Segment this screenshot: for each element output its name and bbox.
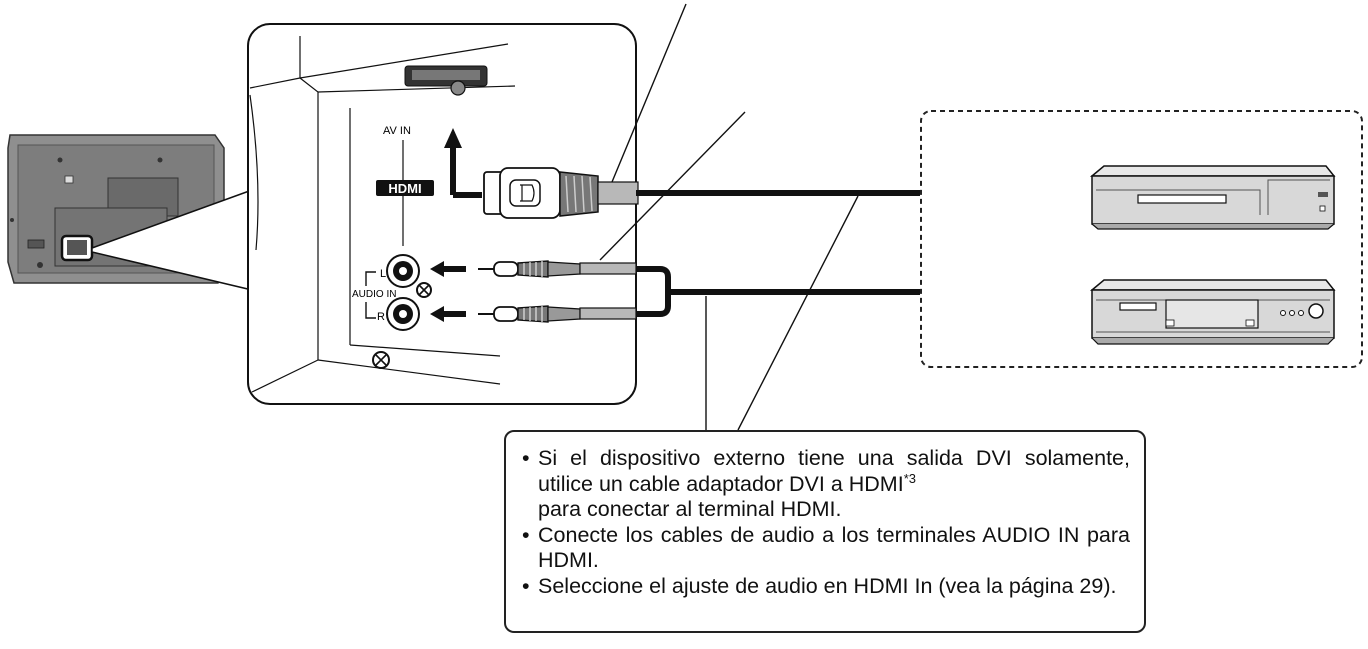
note-text: para conectar al terminal HDMI.	[538, 497, 842, 521]
audio-plug-icon	[430, 260, 637, 278]
hdmi-cable-icon	[483, 167, 639, 219]
left-label: L	[380, 268, 386, 280]
note-item: Si el dispositivo externo tiene una sali…	[518, 446, 1130, 497]
screw-icon	[372, 351, 390, 369]
notes-box: Si el dispositivo externo tiene una sali…	[504, 430, 1146, 633]
audio-plug-icon	[430, 305, 637, 323]
av-in-label: AV IN	[383, 125, 411, 137]
external-devices-box	[920, 110, 1363, 368]
hdmi-logo-text: HDMI	[388, 181, 421, 196]
note-text: Si el dispositivo externo tiene una sali…	[538, 446, 1130, 496]
audio-jack-l	[386, 254, 420, 288]
screw-icon	[416, 282, 432, 298]
note-item: Conecte los cables de audio a los termin…	[518, 523, 1130, 574]
dvd-player-icon	[1089, 165, 1336, 230]
right-label: R	[377, 311, 385, 323]
note-text: Conecte los cables de audio a los termin…	[538, 522, 1130, 573]
hdmi-logo: HDMI	[376, 180, 434, 196]
note-item-continued: para conectar al terminal HDMI.	[518, 497, 1130, 523]
note-text: Seleccione el ajuste de audio en HDMI In…	[538, 573, 1117, 598]
audio-in-label: AUDIO IN	[352, 289, 396, 300]
hdmi-insert-arrow	[444, 128, 482, 198]
note-item: Seleccione el ajuste de audio en HDMI In…	[518, 574, 1130, 600]
audio-jack-r	[386, 297, 420, 331]
cables	[599, 3, 920, 431]
footnote-ref: *3	[903, 470, 916, 486]
zoom-panel: AV IN HDMI	[247, 23, 639, 405]
dvd-recorder-icon	[1089, 279, 1336, 345]
